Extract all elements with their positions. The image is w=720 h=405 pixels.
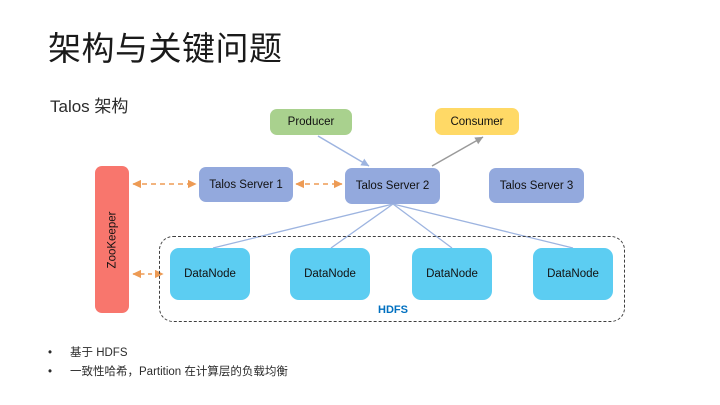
- connector-server2-to-datanode-2: [330, 203, 394, 249]
- hdfs-group-label: HDFS: [378, 304, 408, 316]
- node-consumer[interactable]: Consumer: [435, 108, 519, 135]
- bullet-list: • 基于 HDFS • 一致性哈希，Partition 在计算层的负载均衡: [48, 344, 498, 382]
- node-datanode-4[interactable]: DataNode: [533, 248, 613, 300]
- bullet-marker: •: [48, 347, 53, 359]
- connector-server2-to-datanode-1: [212, 203, 394, 249]
- page-subtitle: Talos 架构: [50, 97, 129, 116]
- page-title: 架构与关键问题: [48, 30, 283, 67]
- bullet-item: • 基于 HDFS: [48, 344, 498, 363]
- node-talos-server-3[interactable]: Talos Server 3: [489, 168, 584, 203]
- bullet-text: 基于 HDFS: [70, 347, 128, 359]
- connector-producer-to-server2: [317, 135, 370, 167]
- connector-server2-to-datanode-3: [392, 203, 453, 249]
- node-datanode-2[interactable]: DataNode: [290, 248, 370, 300]
- node-datanode-3[interactable]: DataNode: [412, 248, 492, 300]
- node-producer[interactable]: Producer: [270, 109, 352, 135]
- node-zookeeper-label: ZooKeeper: [106, 211, 118, 268]
- node-talos-server-2[interactable]: Talos Server 2: [345, 168, 440, 204]
- node-datanode-1[interactable]: DataNode: [170, 248, 250, 300]
- bullet-marker: •: [48, 366, 53, 378]
- bullet-item: • 一致性哈希，Partition 在计算层的负载均衡: [48, 363, 498, 382]
- hdfs-group-container: [159, 236, 625, 322]
- node-zookeeper[interactable]: ZooKeeper: [95, 166, 129, 313]
- bullet-text: 一致性哈希，Partition 在计算层的负载均衡: [70, 366, 288, 378]
- node-talos-server-1[interactable]: Talos Server 1: [199, 167, 293, 202]
- connector-server2-to-datanode-4: [392, 203, 574, 249]
- connector-server2-to-consumer: [431, 136, 484, 167]
